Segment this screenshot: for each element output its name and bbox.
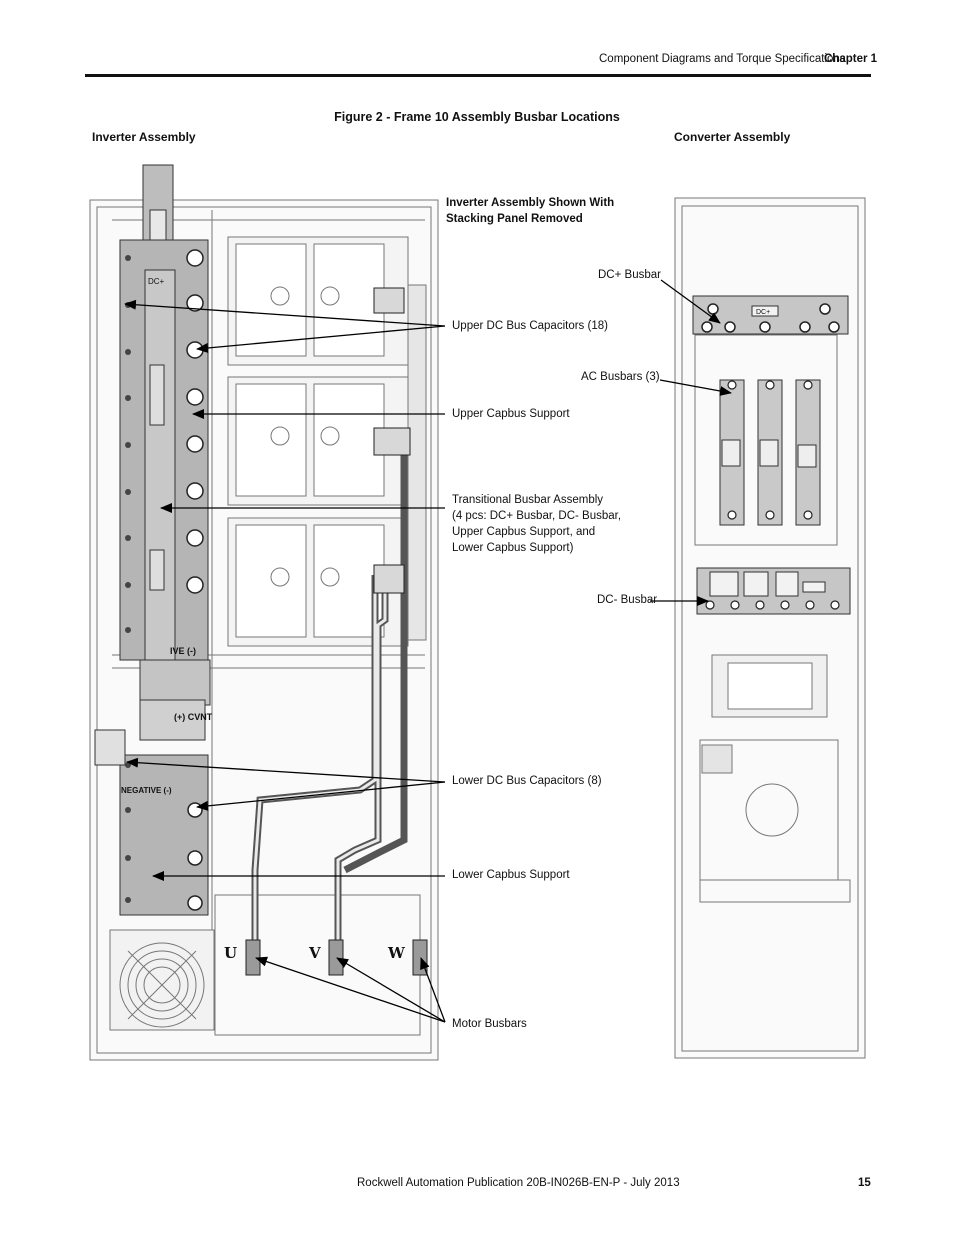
phase-w-label: W [387, 944, 406, 962]
header-chapter: Chapter 1 [824, 53, 878, 65]
callout-shown-with: Inverter Assembly Shown With Stacking Pa… [446, 195, 614, 227]
converter-dc-minus-busbar [696, 567, 851, 615]
footer-publication: Rockwell Automation Publication 20B-IN02… [357, 1177, 680, 1189]
callout-shown-with-line1: Inverter Assembly Shown With [446, 197, 615, 209]
ive-tag: IVE (-) [170, 646, 196, 656]
callout-upper-caps: Upper DC Bus Capacitors (18) [452, 320, 608, 332]
lower-busbar [94, 729, 209, 916]
dc-plus-tag-inverter: DC+ [148, 277, 165, 286]
callout-ac-busbars: AC Busbars (3) [581, 371, 660, 383]
converter-ac-busbars [719, 379, 821, 526]
callout-lower-capbus: Lower Capbus Support [452, 869, 570, 881]
cvnt-tag: (+) CVNT [174, 712, 213, 722]
callout-transitional-line4: Lower Capbus Support) [452, 542, 574, 554]
leader-lines [124, 279, 732, 1023]
callout-transitional-line2: (4 pcs: DC+ Busbar, DC- Busbar, [452, 510, 622, 522]
converter-assembly-label: Converter Assembly [674, 130, 791, 144]
callout-transitional: Transitional Busbar Assembly (4 pcs: DC+… [452, 492, 621, 556]
callout-shown-with-line2: Stacking Panel Removed [446, 213, 583, 225]
callout-motor-busbars: Motor Busbars [452, 1018, 527, 1030]
figure-title: Figure 2 - Frame 10 Assembly Busbar Loca… [334, 110, 620, 124]
inverter-assembly-label: Inverter Assembly [92, 130, 196, 144]
header-rule [85, 74, 871, 77]
converter-drawing [674, 197, 866, 1059]
callout-dc-minus-busbar: DC- Busbar [597, 594, 658, 606]
callout-transitional-line1: Transitional Busbar Assembly [452, 494, 604, 506]
dc-plus-tag-converter: DC+ [756, 309, 770, 316]
callout-upper-capbus: Upper Capbus Support [452, 408, 570, 420]
page-number: 15 [858, 1177, 871, 1189]
negative-tag: NEGATIVE (-) [121, 786, 172, 795]
phase-v-label: V [308, 944, 321, 962]
callout-transitional-line3: Upper Capbus Support, and [452, 526, 596, 538]
header-section-title: Component Diagrams and Torque Specificat… [599, 53, 846, 65]
callout-dc-plus-busbar: DC+ Busbar [598, 269, 661, 281]
phase-u-label: U [224, 944, 237, 962]
callout-lower-caps: Lower DC Bus Capacitors (8) [452, 775, 602, 787]
